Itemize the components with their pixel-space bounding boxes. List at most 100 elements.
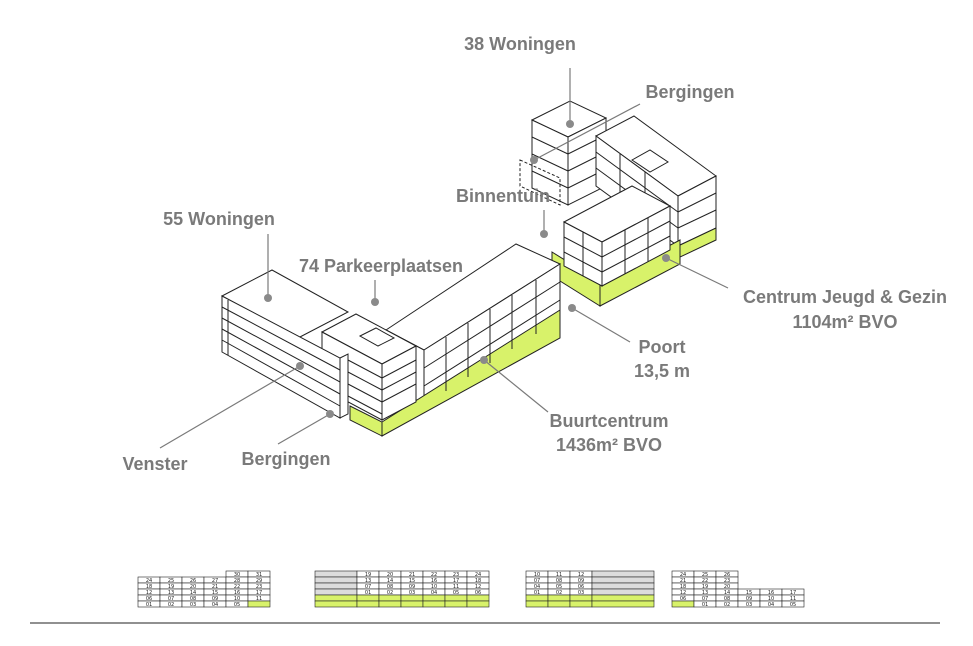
elevation-unit-number: 29 bbox=[256, 578, 262, 584]
elevation-unit-number: 20 bbox=[387, 572, 393, 578]
marker-dot bbox=[540, 230, 548, 238]
elevation-unit-number: 24 bbox=[146, 578, 152, 584]
elevation-unit-number: 01 bbox=[534, 590, 540, 596]
elevation-cell bbox=[591, 600, 655, 608]
elevation-unit-number: 18 bbox=[146, 584, 152, 590]
elevation-cell bbox=[356, 594, 380, 602]
elevation-unit-number: 07 bbox=[534, 578, 540, 584]
elevation-cell bbox=[569, 600, 593, 608]
elevation-unit-number: 21 bbox=[680, 578, 686, 584]
label-74-parkeerplaatsen: 74 Parkeerplaatsen bbox=[299, 256, 463, 276]
elevation-cell bbox=[569, 594, 593, 602]
elevation-unit-number: 19 bbox=[702, 584, 708, 590]
elevation-cell bbox=[547, 600, 571, 608]
elevation-unit-number: 10 bbox=[768, 596, 774, 602]
elevation-unit-number: 12 bbox=[146, 590, 152, 596]
elevation-unit-number: 14 bbox=[387, 578, 393, 584]
parking-block bbox=[320, 313, 418, 421]
label-buurtcentrum-bvo: 1436m² BVO bbox=[556, 435, 662, 455]
elevation-unit-number: 16 bbox=[768, 590, 774, 596]
elevation-unit-number: 13 bbox=[702, 590, 708, 596]
elevation-unit-number: 08 bbox=[724, 596, 730, 602]
label-cjg: Centrum Jeugd & Gezin bbox=[743, 287, 947, 307]
elevation-unit-number: 17 bbox=[790, 590, 796, 596]
elevation-unit-number: 22 bbox=[431, 572, 437, 578]
elevation-unit-number: 09 bbox=[212, 596, 218, 602]
elevation-unit-number: 02 bbox=[168, 602, 174, 608]
elevation-unit-number: 12 bbox=[475, 584, 481, 590]
elevation-cell bbox=[247, 600, 271, 608]
elevation-unit-number: 27 bbox=[212, 578, 218, 584]
elevation-unit-number: 19 bbox=[365, 572, 371, 578]
label-38-woningen: 38 Woningen bbox=[464, 34, 576, 54]
label-bergingen-top: Bergingen bbox=[645, 82, 734, 102]
elevation-unit-number: 03 bbox=[578, 590, 584, 596]
elevation-cell bbox=[314, 582, 358, 590]
elevation-unit-number: 14 bbox=[190, 590, 196, 596]
elevation-unit-number: 04 bbox=[431, 590, 437, 596]
elevation-cell bbox=[314, 570, 358, 578]
elevation-unit-number: 17 bbox=[453, 578, 459, 584]
elevation-cell bbox=[314, 600, 358, 608]
elevation-cell bbox=[378, 600, 402, 608]
elevation-cell bbox=[525, 600, 549, 608]
elevation-unit-number: 01 bbox=[365, 590, 371, 596]
label-venster: Venster bbox=[122, 454, 187, 474]
elevation-unit-number: 06 bbox=[475, 590, 481, 596]
marker-dot bbox=[530, 156, 538, 164]
elevation-unit-number: 05 bbox=[453, 590, 459, 596]
elevation-cell bbox=[591, 570, 655, 578]
elevation-cell bbox=[466, 594, 490, 602]
elevation-unit-number: 23 bbox=[453, 572, 459, 578]
elevation-cell bbox=[314, 594, 358, 602]
elevation-unit-number: 03 bbox=[409, 590, 415, 596]
elevation-unit-number: 26 bbox=[724, 572, 730, 578]
elevation-unit-number: 16 bbox=[431, 578, 437, 584]
elevation-unit-number: 11 bbox=[453, 584, 459, 590]
elevation-unit-number: 20 bbox=[724, 584, 730, 590]
elevation-unit-number: 07 bbox=[168, 596, 174, 602]
elevation-unit-number: 01 bbox=[702, 602, 708, 608]
label-bergingen-bottom: Bergingen bbox=[241, 449, 330, 469]
elevation-unit-number: 26 bbox=[190, 578, 196, 584]
elevation-unit-number: 11 bbox=[556, 572, 562, 578]
elevation-unit-number: 11 bbox=[790, 596, 796, 602]
elevation-cell bbox=[444, 600, 468, 608]
elevation-unit-number: 07 bbox=[702, 596, 708, 602]
elevation-unit-number: 30 bbox=[234, 572, 240, 578]
marker-dot bbox=[326, 410, 334, 418]
elevation-unit-number: 25 bbox=[702, 572, 708, 578]
marker-dot bbox=[296, 362, 304, 370]
elevation-unit-number: 18 bbox=[680, 584, 686, 590]
elevation-unit-number: 13 bbox=[365, 578, 371, 584]
elevation-unit-number: 06 bbox=[578, 584, 584, 590]
elevation-unit-number: 15 bbox=[409, 578, 415, 584]
elevation-unit-number: 04 bbox=[768, 602, 774, 608]
label-poort-height: 13,5 m bbox=[634, 361, 690, 381]
elevation-unit-number: 12 bbox=[578, 572, 584, 578]
elevation-unit-number: 24 bbox=[680, 572, 686, 578]
building-massing bbox=[220, 100, 717, 437]
elevation-cell bbox=[781, 600, 805, 608]
elevation-unit-number: 22 bbox=[234, 584, 240, 590]
block-55-woningen bbox=[220, 269, 350, 419]
label-poort: Poort bbox=[639, 337, 686, 357]
elevation-unit-number: 15 bbox=[212, 590, 218, 596]
elevation-cell bbox=[314, 588, 358, 596]
elevation-cell bbox=[422, 600, 446, 608]
elevation-unit-number: 08 bbox=[190, 596, 196, 602]
elevation-unit-number: 09 bbox=[409, 584, 415, 590]
elevation-cell bbox=[378, 594, 402, 602]
elevation-cell bbox=[671, 600, 695, 608]
elevation-cell bbox=[422, 594, 446, 602]
marker-dot bbox=[371, 298, 379, 306]
elevation-cell bbox=[591, 576, 655, 584]
elevation-unit-number: 11 bbox=[256, 596, 262, 602]
elevation-unit-number: 02 bbox=[387, 590, 393, 596]
elevation-unit-number: 04 bbox=[534, 584, 540, 590]
elevation-unit-number: 22 bbox=[702, 578, 708, 584]
elevation-unit-number: 07 bbox=[365, 584, 371, 590]
elevation-unit-number: 18 bbox=[475, 578, 481, 584]
elevation-unit-number: 05 bbox=[234, 602, 240, 608]
